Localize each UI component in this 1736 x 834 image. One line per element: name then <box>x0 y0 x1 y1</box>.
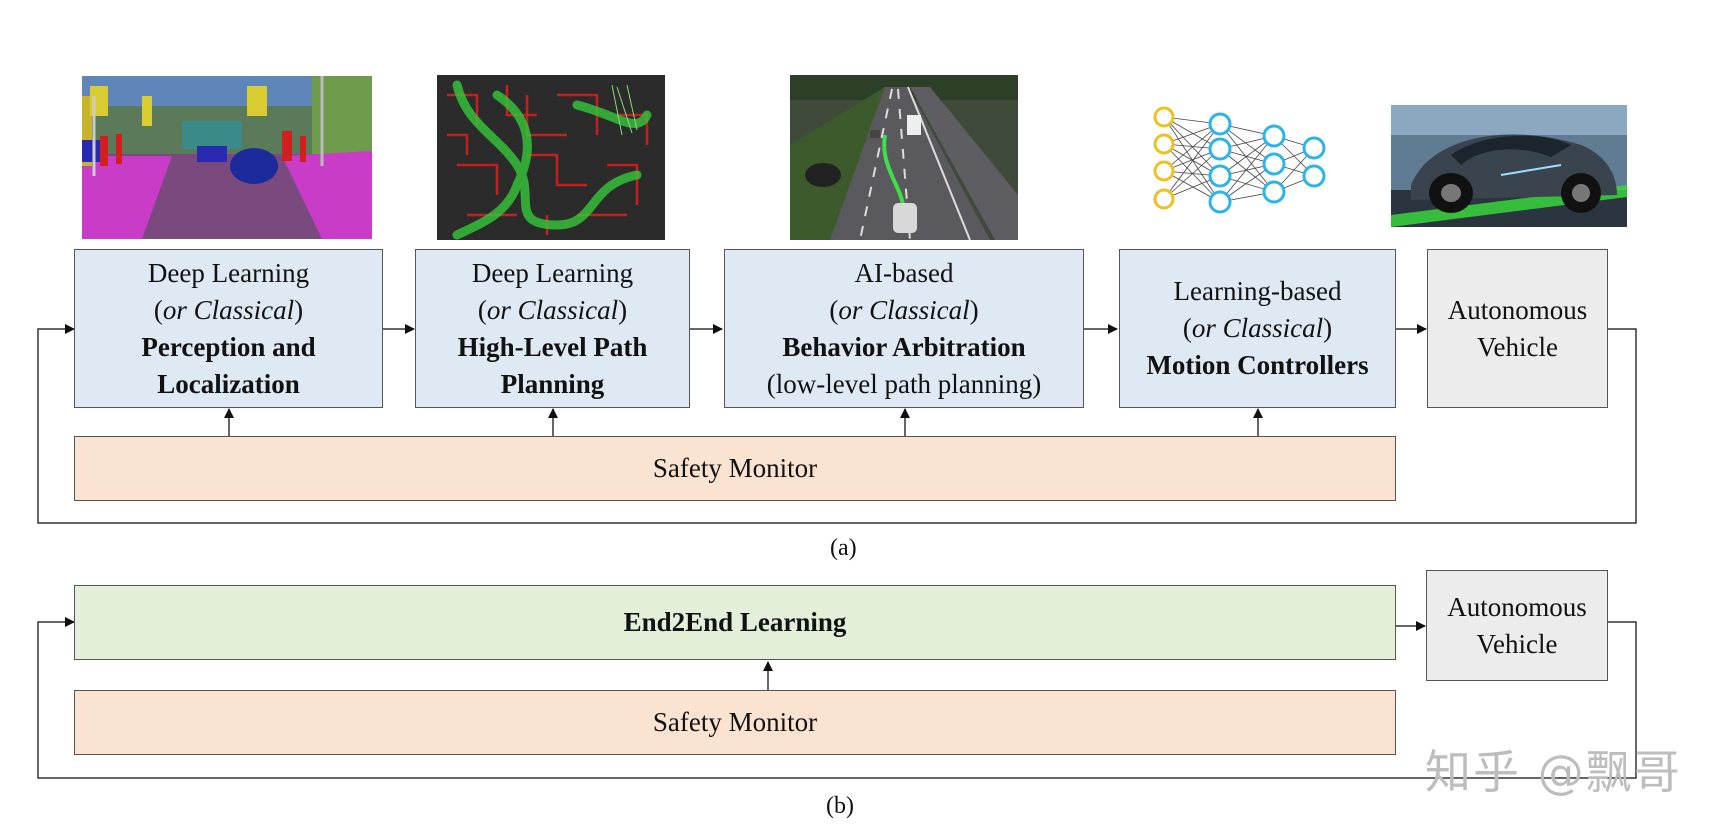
highway-image <box>790 75 1018 240</box>
path-planning-box: Deep Learning (or Classical) High-Level … <box>415 249 690 408</box>
behavior-arbitration-box: AI-based (or Classical) Behavior Arbitra… <box>724 249 1084 408</box>
box-title: High-Level Path <box>457 331 648 362</box>
vehicle-label: Vehicle <box>1477 331 1558 362</box>
vehicle-label: Vehicle <box>1476 628 1558 659</box>
box-line: Learning-based <box>1173 276 1342 306</box>
box-title: Perception and <box>141 331 316 362</box>
box-title: Localization <box>157 368 300 399</box>
semantic-segmentation-image <box>82 76 372 239</box>
autonomous-vehicle-box-b: Autonomous Vehicle <box>1426 570 1608 681</box>
feedback-loop-a <box>37 324 1637 524</box>
box-line: Deep Learning <box>147 257 310 288</box>
classical-note: or Classical <box>162 294 295 325</box>
perception-localization-box: Deep Learning (or Classical) Perception … <box>74 249 383 408</box>
classical-note: or Classical <box>838 294 970 325</box>
autonomous-car-image <box>1391 105 1627 227</box>
caption-b: (b) <box>826 793 854 819</box>
safety-monitor-label: Safety Monitor <box>652 453 818 483</box>
box-line: Deep Learning <box>471 257 634 288</box>
caption-a: (a) <box>830 535 857 561</box>
end2end-label: End2End Learning <box>623 607 847 637</box>
box-title: Motion Controllers <box>1146 350 1369 380</box>
safety-monitor-label: Safety Monitor <box>652 707 818 737</box>
motion-controllers-box: Learning-based (or Classical) Motion Con… <box>1119 249 1396 408</box>
classical-note: or Classical <box>486 294 619 325</box>
vehicle-label: Autonomous <box>1447 591 1587 622</box>
box-line: AI-based <box>854 257 954 288</box>
neural-network-icon <box>1150 104 1330 222</box>
feedback-loop-b <box>37 617 1637 779</box>
box-title: Behavior Arbitration <box>782 331 1026 362</box>
path-planning-image <box>437 75 665 240</box>
box-subtitle: (low-level path planning) <box>766 368 1042 399</box>
classical-note: or Classical <box>1191 313 1324 343</box>
box-title: Planning <box>500 368 605 399</box>
end2end-learning-box: End2End Learning <box>74 585 1396 660</box>
vehicle-label: Autonomous <box>1447 294 1588 325</box>
safety-monitor-box-a: Safety Monitor <box>74 436 1396 501</box>
watermark: 知乎 @飘哥 <box>1425 745 1682 799</box>
autonomous-vehicle-box-a: Autonomous Vehicle <box>1427 249 1608 408</box>
safety-monitor-box-b: Safety Monitor <box>74 690 1396 755</box>
